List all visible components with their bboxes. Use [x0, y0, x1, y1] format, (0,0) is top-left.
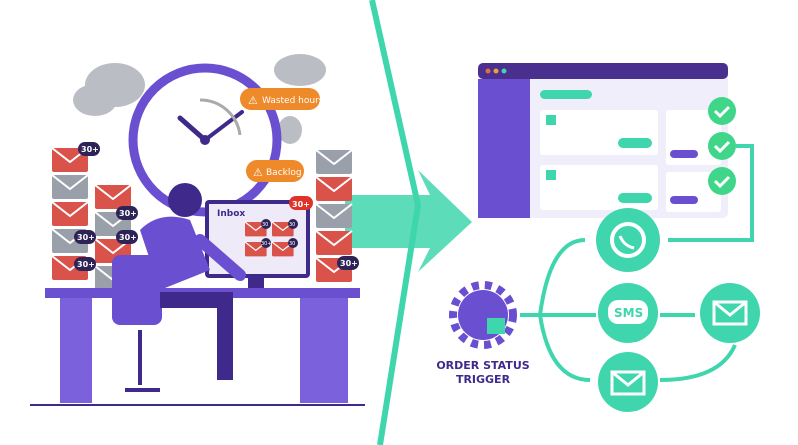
svg-text:30+: 30+ [261, 241, 272, 247]
sidebar [478, 79, 530, 218]
svg-text:30: 30 [262, 222, 268, 228]
svg-text:30+: 30+ [81, 145, 99, 154]
trigger-label-line1: ORDER STATUS [436, 359, 529, 372]
svg-text:30+: 30+ [340, 259, 358, 268]
gear-box-icon [449, 281, 517, 349]
svg-text:30+: 30+ [119, 233, 137, 242]
transition-arrow [345, 170, 472, 272]
stressed-person [112, 183, 246, 392]
svg-text:30: 30 [289, 241, 295, 247]
alert-wasted-hours: ⚠ Wasted hours [240, 88, 324, 110]
svg-text:30: 30 [289, 222, 295, 228]
alert-text: Backlog [266, 168, 302, 178]
email-icon [700, 283, 760, 343]
warning-icon: ⚠ [253, 166, 263, 179]
monitor: Inbox 30+ 30 30 30+ 30 [205, 196, 313, 288]
trigger-label-line2: TRIGGER [456, 373, 511, 386]
sms-label: SMS [614, 306, 643, 320]
inbox-badge: 30+ [292, 200, 310, 209]
check-icons [708, 97, 736, 195]
dashboard-window [478, 63, 728, 218]
flow-arrows [520, 144, 754, 382]
alert-text: Wasted hours [262, 96, 324, 106]
stack-badges: 30+ 30+ 30+ 30+ 30+ 30+ [74, 142, 359, 271]
svg-text:30+: 30+ [119, 209, 137, 218]
whatsapp-icon [596, 208, 660, 272]
inbox-title: Inbox [217, 209, 245, 219]
smoke-clouds [73, 54, 326, 144]
email-icon [598, 352, 658, 412]
sms-icon: SMS [598, 283, 658, 343]
alert-backlog: ⚠ Backlog [246, 160, 304, 182]
svg-text:30+: 30+ [77, 233, 95, 242]
clock-icon [128, 63, 282, 217]
svg-text:30+: 30+ [77, 260, 95, 269]
warning-icon: ⚠ [248, 94, 258, 107]
